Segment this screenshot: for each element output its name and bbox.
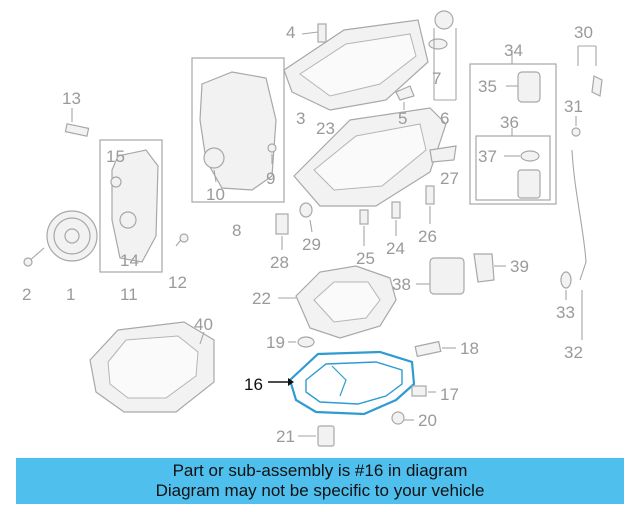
lower-oil-pan [288, 350, 416, 416]
sensor-18 [414, 340, 442, 358]
callout-40: 40 [194, 315, 213, 334]
callout-25: 25 [356, 249, 375, 268]
callout-24: 24 [386, 239, 405, 258]
group-box-36 [475, 135, 551, 201]
info-banner: Part or sub-assembly is #16 in diagram D… [16, 458, 624, 504]
callout-5: 5 [398, 109, 407, 128]
seal-19 [297, 336, 315, 348]
oil-filter-element [517, 169, 541, 199]
callout-18: 18 [460, 339, 479, 358]
pulley-bolt [23, 247, 45, 267]
callout-10: 10 [206, 185, 225, 204]
callout-6: 6 [440, 109, 449, 128]
timing-cover-lower [111, 149, 159, 263]
stud-26 [425, 185, 435, 205]
callout-16: 16 [244, 375, 263, 394]
callout-31: 31 [564, 97, 583, 116]
clip-13 [64, 123, 90, 137]
callout-4: 4 [286, 23, 295, 42]
callout-35: 35 [478, 77, 497, 96]
group-box-8 [191, 57, 285, 203]
callout-28: 28 [270, 253, 289, 272]
plug-15 [110, 176, 122, 188]
bracket-27 [429, 145, 457, 163]
crankshaft-pulley [46, 210, 98, 262]
sensor-28 [275, 213, 289, 235]
callout-29: 29 [302, 235, 321, 254]
sensor-21 [317, 425, 335, 447]
bolt-9 [267, 143, 277, 153]
bolt-12 [175, 233, 189, 247]
callout-8: 8 [232, 221, 241, 240]
group-box-34 [469, 63, 557, 205]
callout-2: 2 [22, 285, 31, 304]
banner-line-2: Diagram may not be specific to your vehi… [155, 481, 485, 500]
stud-25 [359, 209, 369, 225]
oil-cooler [429, 257, 465, 295]
callout-23: 23 [316, 119, 335, 138]
callout-36: 36 [500, 113, 519, 132]
callout-19: 19 [266, 333, 285, 352]
callout-34: 34 [504, 41, 523, 60]
oil-filter-cap [517, 71, 541, 103]
callout-17: 17 [440, 385, 459, 404]
callout-39: 39 [510, 257, 529, 276]
callout-11: 11 [120, 285, 138, 304]
callout-3: 3 [296, 109, 305, 128]
callout-37: 37 [478, 147, 497, 166]
callout-26: 26 [418, 227, 437, 246]
callout-30: 30 [574, 23, 593, 42]
stud-24 [391, 201, 401, 219]
seal-31 [571, 127, 581, 137]
timing-cover-upper [199, 71, 277, 191]
callout-33: 33 [556, 303, 575, 322]
callout-14: 14 [120, 251, 139, 270]
callout-1: 1 [66, 285, 75, 304]
callout-32: 32 [564, 343, 583, 362]
seal-37 [520, 150, 540, 162]
callout-7: 7 [432, 69, 441, 88]
callout-12: 12 [168, 273, 187, 292]
seal-14 [119, 211, 137, 229]
callout-21: 21 [276, 427, 295, 446]
callout-27: 27 [440, 169, 459, 188]
dipstick-tube [571, 149, 587, 281]
cap-seal-7 [428, 38, 448, 50]
seal-33 [560, 271, 572, 289]
callout-9: 9 [266, 169, 275, 188]
bracket-5 [395, 85, 415, 101]
plug-29 [299, 202, 313, 218]
banner-line-1: Part or sub-assembly is #16 in diagram [172, 461, 468, 480]
dipstick-handle [591, 75, 603, 97]
callout-38: 38 [392, 275, 411, 294]
drain-plug-17 [411, 385, 427, 397]
seal-10 [203, 147, 225, 169]
plug-20 [391, 411, 405, 425]
callout-22: 22 [252, 289, 271, 308]
callout-13: 13 [62, 89, 81, 108]
bolt-4 [301, 23, 327, 43]
callout-15: 15 [106, 147, 125, 166]
group-box-11 [99, 139, 163, 273]
oil-cap [434, 10, 454, 30]
callout-20: 20 [418, 411, 437, 430]
gasket-39 [473, 253, 495, 283]
